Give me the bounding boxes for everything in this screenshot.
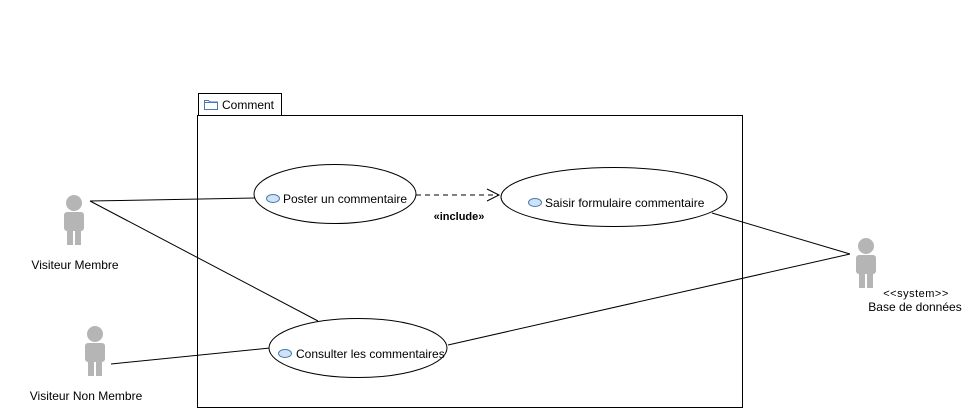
package-body [197, 115, 743, 408]
include-arrowhead [486, 188, 501, 202]
actor-visiteur-non-membre[interactable]: Visiteur Non Membre [30, 326, 143, 403]
package-title: Comment [222, 98, 275, 112]
actor-stereotype: <<system>> [883, 288, 949, 300]
actor-icon [85, 326, 105, 376]
usecase-saisir[interactable]: Saisir formulaire commentaire [500, 167, 728, 227]
assoc-nonmembre-consulter[interactable] [110, 347, 271, 365]
include-label: «include» [434, 211, 485, 223]
usecase-icon [528, 198, 542, 207]
actor-visiteur-membre[interactable]: Visiteur Membre [31, 195, 119, 272]
usecase-icon [278, 349, 292, 358]
assoc-membre-consulter[interactable] [89, 200, 319, 322]
usecase-ellipse [268, 318, 448, 378]
usecase-label: Poster un commentaire [283, 192, 407, 206]
actor-icon [64, 195, 84, 245]
assoc-consulter-bdd[interactable] [447, 253, 851, 346]
actor-label: Visiteur Membre [31, 258, 118, 272]
usecase-label: Saisir formulaire commentaire [545, 196, 705, 210]
actor-label: Visiteur Non Membre [30, 389, 143, 403]
assoc-saisir-bdd[interactable] [711, 212, 851, 255]
actor-base-de-donnees[interactable]: <<system>> Base de données [856, 238, 962, 314]
usecase-icon [266, 194, 280, 203]
usecase-poster[interactable]: Poster un commentaire [253, 164, 417, 224]
actor-label: Base de données [868, 300, 961, 314]
actor-icon [856, 238, 876, 288]
usecase-ellipse [253, 164, 417, 224]
associations [89, 197, 851, 365]
usecase-consulter[interactable]: Consulter les commentaires [268, 318, 448, 378]
folder-icon [204, 100, 218, 110]
include-dependency[interactable]: «include» [416, 188, 501, 223]
usecase-ellipse [500, 167, 728, 227]
usecase-label: Consulter les commentaires [296, 347, 445, 361]
assoc-membre-poster[interactable] [89, 197, 257, 202]
